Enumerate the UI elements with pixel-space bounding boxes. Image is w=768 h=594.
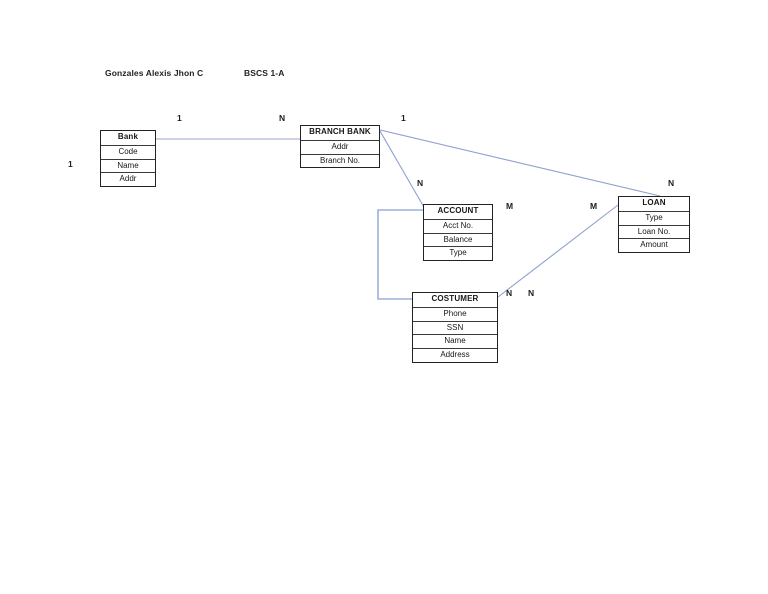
entity-branch-bank-title: BRANCH BANK [309, 127, 371, 136]
entity-branch-bank-attribute-addr: Addr [301, 139, 379, 154]
cardinality-branch-from-bank: N [279, 113, 286, 123]
connector-account-to-costumer [377, 209, 423, 300]
entity-loan-title: LOAN [642, 198, 666, 207]
cardinality-bank-left: 1 [68, 159, 73, 169]
entity-branch-bank-attribute-branch-no: Branch No. [301, 153, 379, 168]
cardinality-account-right: M [506, 201, 514, 211]
cardinality-branch-to-account: N [417, 178, 424, 188]
cardinality-costumer-right-near: N [506, 288, 513, 298]
entity-account-attribute-acct-no: Acct No. [424, 218, 492, 233]
entity-costumer-attribute-ssn: SSN [413, 320, 497, 335]
entity-account[interactable]: ACCOUNT Acct No. Balance Type [423, 204, 493, 262]
cardinality-loan-top: N [668, 178, 675, 188]
entity-bank-attribute-addr: Addr [101, 172, 155, 186]
cardinality-loan-left: M [590, 201, 598, 211]
entity-account-title: ACCOUNT [437, 206, 479, 215]
entity-bank[interactable]: Bank Code Name Addr [100, 130, 156, 188]
entity-costumer-title: COSTUMER [431, 294, 479, 303]
entity-loan-attribute-type: Type [619, 210, 689, 225]
entity-bank-attribute-name: Name [101, 158, 155, 173]
cardinality-bank-to-branch: 1 [177, 113, 182, 123]
entity-branch-bank[interactable]: BRANCH BANK Addr Branch No. [300, 125, 380, 169]
entity-account-attribute-type: Type [424, 246, 492, 260]
entity-account-attribute-balance: Balance [424, 232, 492, 247]
entity-bank-title: Bank [117, 132, 139, 141]
entity-loan[interactable]: LOAN Type Loan No. Amount [618, 196, 690, 254]
entity-bank-attribute-code: Code [101, 144, 155, 159]
entity-loan-attribute-loan-no: Loan No. [619, 224, 689, 239]
entity-costumer-attribute-phone: Phone [413, 306, 497, 321]
entity-loan-attribute-amount: Amount [619, 238, 689, 252]
cardinality-branch-to-loan: 1 [401, 113, 406, 123]
connector-branch-bank-to-account [379, 130, 426, 210]
entity-costumer[interactable]: COSTUMER Phone SSN Name Address [412, 292, 498, 363]
student-name-label: Gonzales Alexis Jhon C [105, 68, 204, 78]
entity-costumer-attribute-name: Name [413, 334, 497, 348]
cardinality-costumer-right-far: N [528, 288, 535, 298]
connector-costumer-to-loan [497, 204, 619, 298]
course-section-label: BSCS 1-A [244, 68, 285, 78]
entity-costumer-attribute-address: Address [413, 348, 497, 362]
